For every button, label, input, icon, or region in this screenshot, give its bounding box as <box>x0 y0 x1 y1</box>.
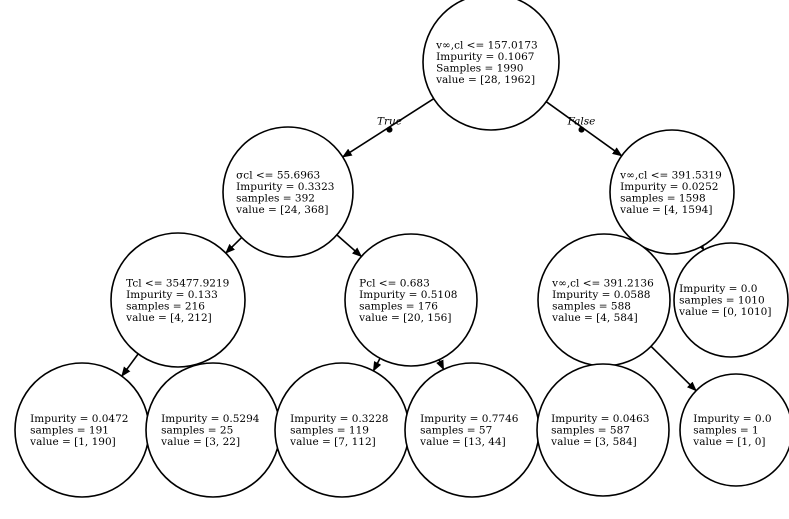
node-line: samples = 191 <box>30 425 109 437</box>
node-line: Impurity = 0.7746 <box>420 413 519 425</box>
node-line: Pcl <= 0.683 <box>359 277 430 289</box>
node-line: Impurity = 0.3228 <box>290 413 388 425</box>
node-line: samples = 1010 <box>679 295 764 307</box>
edge-lr-to-lrr <box>436 359 445 371</box>
node-line: v∞,cl <= 391.5319 <box>619 169 722 181</box>
node-line: samples = 25 <box>161 425 233 437</box>
edge-label-dot <box>386 126 393 133</box>
node-line: value = [3, 584] <box>550 436 637 448</box>
node-circle <box>679 373 789 487</box>
edge-l-to-ll <box>225 236 243 254</box>
edge-arrow <box>336 234 363 258</box>
node-line: value = [28, 1962] <box>435 74 535 86</box>
node-line: samples = 588 <box>552 300 631 312</box>
node-line: samples = 1598 <box>620 192 705 204</box>
node-line: value = [4, 212] <box>125 312 212 324</box>
node-line: samples = 176 <box>359 300 438 312</box>
node-line: value = [1, 0] <box>692 436 765 448</box>
node-circle <box>673 242 789 358</box>
node-line: samples = 587 <box>551 425 630 437</box>
node-line: value = [1, 190] <box>29 436 116 448</box>
edge-lr-to-lrl <box>372 357 382 372</box>
edge-root-to-l: True <box>341 97 435 158</box>
node-circle <box>110 232 246 368</box>
node-line: Impurity = 0.3323 <box>236 181 334 193</box>
node-line: samples = 216 <box>126 300 205 312</box>
node-circle <box>344 233 478 367</box>
node-line: Impurity = 0.0588 <box>552 289 650 301</box>
edge-l-to-lr <box>336 234 363 258</box>
edge-arrow <box>372 357 382 372</box>
node-line: v∞,cl <= 391.2136 <box>551 277 654 289</box>
edge-label-false: False <box>567 116 596 128</box>
node-line: value = [24, 368] <box>235 204 328 216</box>
node-line: Impurity = 0.0472 <box>30 413 128 425</box>
node-line: Impurity = 0.5294 <box>161 413 260 425</box>
node-line: Impurity = 0.5108 <box>359 289 457 301</box>
node-line: value = [13, 44] <box>419 436 506 448</box>
edge-arrow <box>436 359 445 371</box>
node-line: value = [7, 112] <box>289 436 376 448</box>
node-circle <box>422 0 560 131</box>
node-line: σcl <= 55.6963 <box>236 169 320 181</box>
node-line: value = [4, 1594] <box>619 204 712 216</box>
node-line: Impurity = 0.0252 <box>620 181 718 193</box>
node-line: samples = 392 <box>236 192 315 204</box>
node-circle <box>609 129 735 255</box>
node-circle <box>536 363 670 497</box>
node-line: samples = 1 <box>693 425 758 437</box>
node-line: Impurity = 0.1067 <box>436 51 534 63</box>
edge-arrow <box>650 345 697 392</box>
edge-label-true: True <box>377 116 402 128</box>
edge-arrow <box>225 236 243 254</box>
node-line: Impurity = 0.0463 <box>551 413 649 425</box>
edge-arrow <box>121 353 139 377</box>
node-line: Impurity = 0.0 <box>679 283 757 295</box>
node-line: Impurity = 0.0 <box>693 413 771 425</box>
edge-label-dot <box>578 126 585 133</box>
node-circle <box>222 126 354 258</box>
node-line: Samples = 1990 <box>436 62 523 74</box>
edge-ll-to-lll <box>121 353 139 377</box>
node-line: value = [0, 1010] <box>678 306 771 318</box>
node-line: value = [3, 22] <box>160 436 240 448</box>
edge-rl-to-rlr <box>650 345 697 392</box>
node-line: samples = 57 <box>420 425 492 437</box>
node-line: value = [4, 584] <box>551 312 638 324</box>
node-line: Tcl <= 35477.9219 <box>126 277 229 289</box>
node-line: samples = 119 <box>290 425 369 437</box>
node-line: value = [20, 156] <box>358 312 451 324</box>
edge-root-to-r: False <box>545 101 623 157</box>
node-line: Impurity = 0.133 <box>126 289 218 301</box>
node-line: v∞,cl <= 157.0173 <box>435 39 538 51</box>
